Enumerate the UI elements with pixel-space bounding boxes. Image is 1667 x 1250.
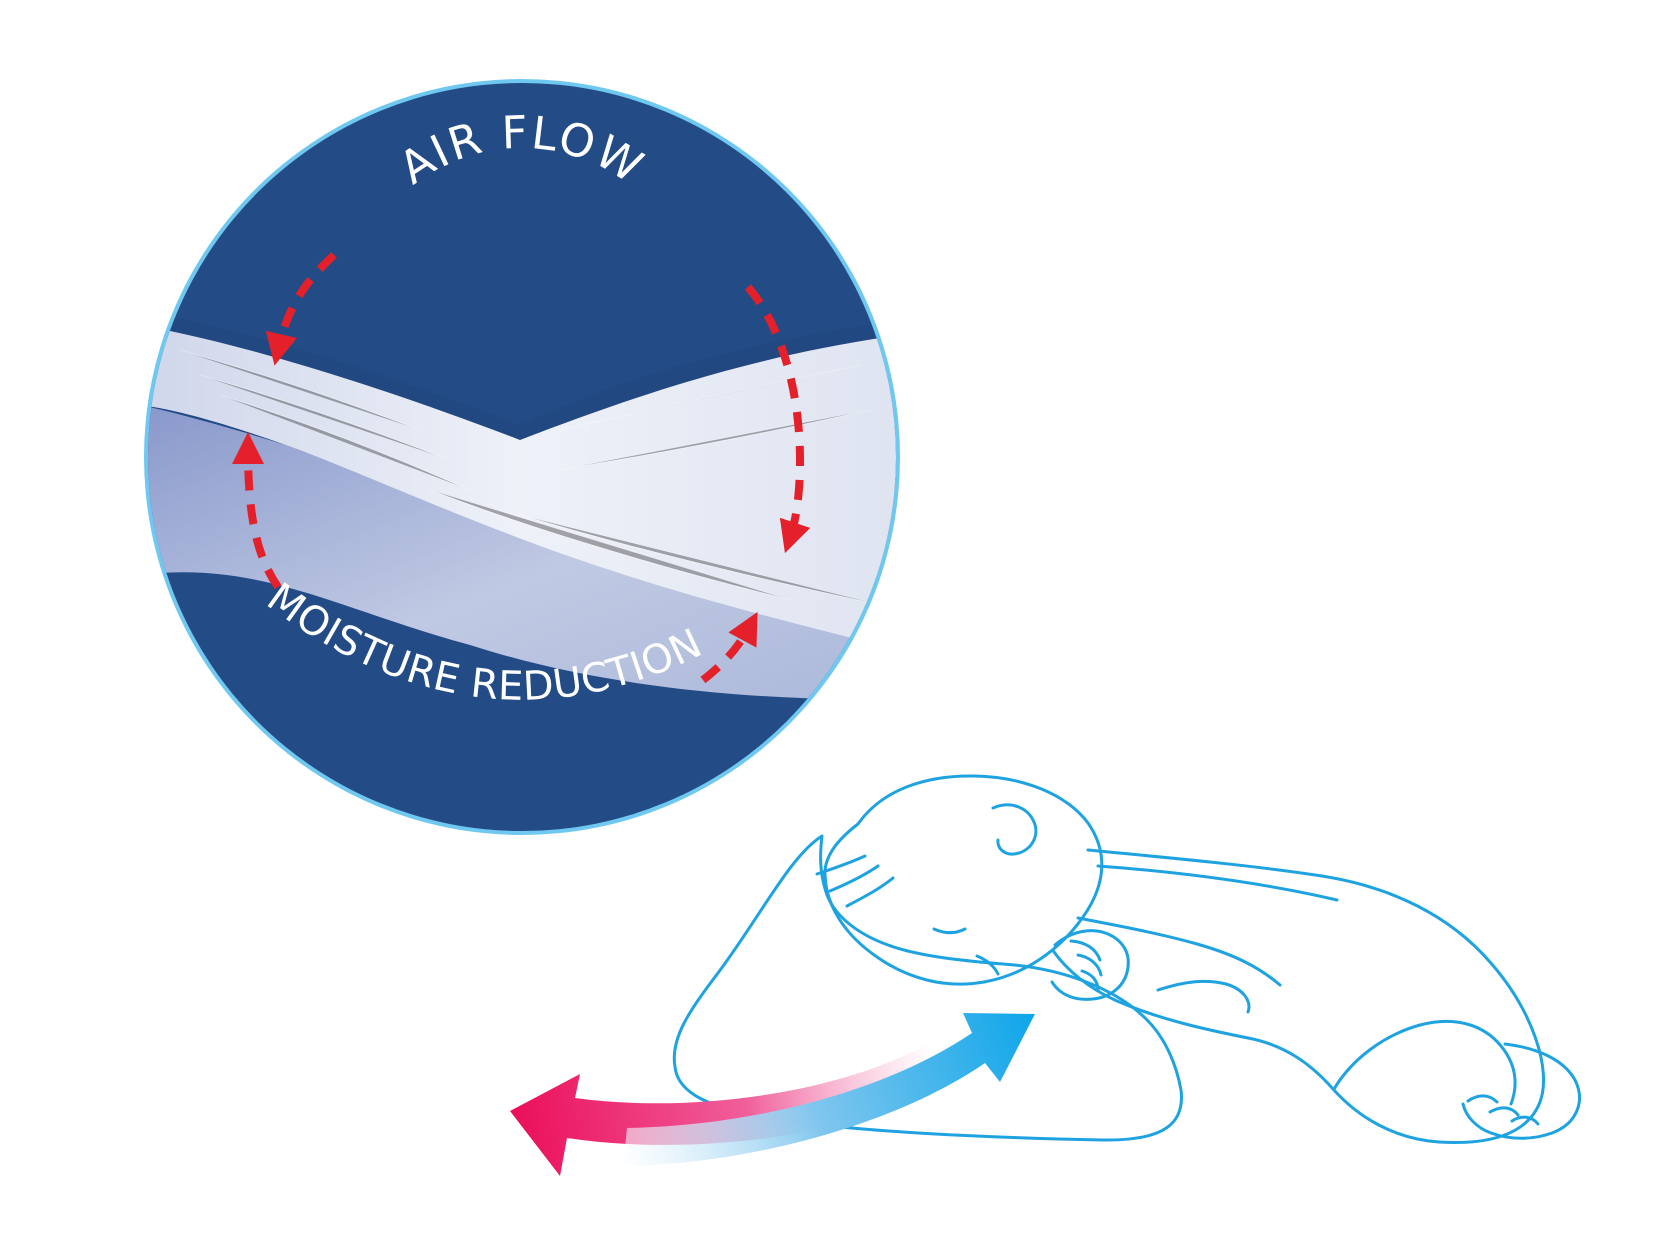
baby-back-line: [1096, 864, 1339, 902]
baby-hair-curl: [815, 854, 895, 908]
baby-head-outline: [823, 774, 1104, 986]
dashed-arrow-left: [232, 432, 282, 590]
baby-nose: [975, 954, 1000, 976]
airflow-out-arrow: [510, 1040, 950, 1176]
baby-leg: [1332, 1019, 1517, 1106]
baby-toes: [1466, 1094, 1540, 1126]
dashed-arrow-bottom-right: [700, 611, 758, 684]
dashed-arrow-right: [744, 284, 811, 554]
air-circulation-arrows: [232, 252, 811, 684]
baby-arm: [1076, 916, 1282, 1014]
baby-foot-outline: [1461, 1042, 1581, 1140]
sleeping-baby-outline: [672, 774, 1581, 1144]
baby-hand-outline: [1050, 929, 1130, 1001]
baby-body-outline: [1052, 848, 1545, 1144]
fabric-layer-image: [148, 310, 896, 700]
baby-ear: [991, 803, 1038, 856]
airflow-in-arrow: [623, 1013, 1035, 1166]
baby-fingers: [1069, 939, 1103, 992]
baby-closed-eye: [932, 927, 967, 935]
dashed-arrow-top-left: [265, 252, 337, 366]
pillow-outline: [672, 834, 1183, 1142]
magnifier-circle: AIR FLOW MOISTURE REDUCTION: [144, 79, 900, 835]
